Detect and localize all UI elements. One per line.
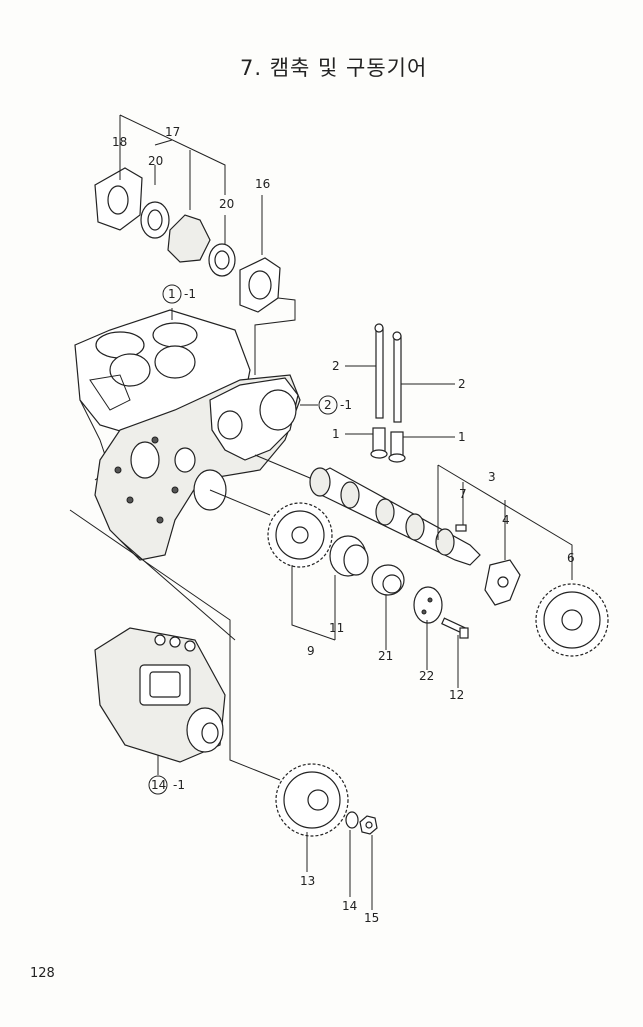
callout-2-1-num: 2 xyxy=(324,398,332,412)
gear-case-gasket xyxy=(209,377,299,461)
callout-3: 3 xyxy=(488,470,496,484)
nut xyxy=(359,815,378,835)
callout-1-1-num: 1 xyxy=(168,287,176,301)
callout-17: 17 xyxy=(165,125,180,139)
callout-20a: 20 xyxy=(148,154,163,168)
callout-6: 6 xyxy=(567,551,575,565)
page-number: 128 xyxy=(30,966,55,981)
tappets xyxy=(370,427,406,463)
callout-7: 7 xyxy=(459,487,467,501)
callout-2b: 2 xyxy=(458,377,466,391)
callout-1a: 1 xyxy=(332,427,340,441)
bearing-housing-group xyxy=(94,167,281,313)
push-rods xyxy=(374,323,402,423)
callout-14-1-num: 14 xyxy=(151,778,166,792)
gear-plate xyxy=(484,559,521,606)
callout-14: 14 xyxy=(342,899,357,913)
bolt xyxy=(441,617,469,639)
bushing xyxy=(329,535,369,577)
pump-drive-gear xyxy=(275,763,349,837)
callout-21: 21 xyxy=(378,649,393,663)
camshaft xyxy=(309,467,481,566)
drive-gear xyxy=(535,583,609,657)
cam-gear xyxy=(267,502,333,568)
washer xyxy=(345,811,359,829)
callout-16: 16 xyxy=(255,177,270,191)
callout-circle-2 xyxy=(318,395,338,415)
callout-12: 12 xyxy=(449,688,464,702)
callout-9: 9 xyxy=(307,644,315,658)
callout-14-1-suffix: -1 xyxy=(173,778,185,792)
callout-13: 13 xyxy=(300,874,315,888)
callout-2a: 2 xyxy=(332,359,340,373)
thrust-plate xyxy=(413,586,443,624)
injection-pump xyxy=(94,627,226,763)
callout-22: 22 xyxy=(419,669,434,683)
callout-18: 18 xyxy=(112,135,127,149)
page-title: 7. 캠축 및 구동기어 xyxy=(240,56,428,80)
callout-1b: 1 xyxy=(458,430,466,444)
callout-20b: 20 xyxy=(219,197,234,211)
callout-4: 4 xyxy=(502,513,510,527)
callout-circle-14 xyxy=(148,775,168,795)
callout-2-1-suffix: -1 xyxy=(340,398,352,412)
callout-11: 11 xyxy=(329,621,344,635)
leader-lines xyxy=(69,114,573,910)
callout-1-1-suffix: -1 xyxy=(184,287,196,301)
callout-circle-1 xyxy=(162,284,182,304)
key xyxy=(455,524,467,532)
idle-gear-shaft xyxy=(371,564,405,596)
callout-15: 15 xyxy=(364,911,379,925)
